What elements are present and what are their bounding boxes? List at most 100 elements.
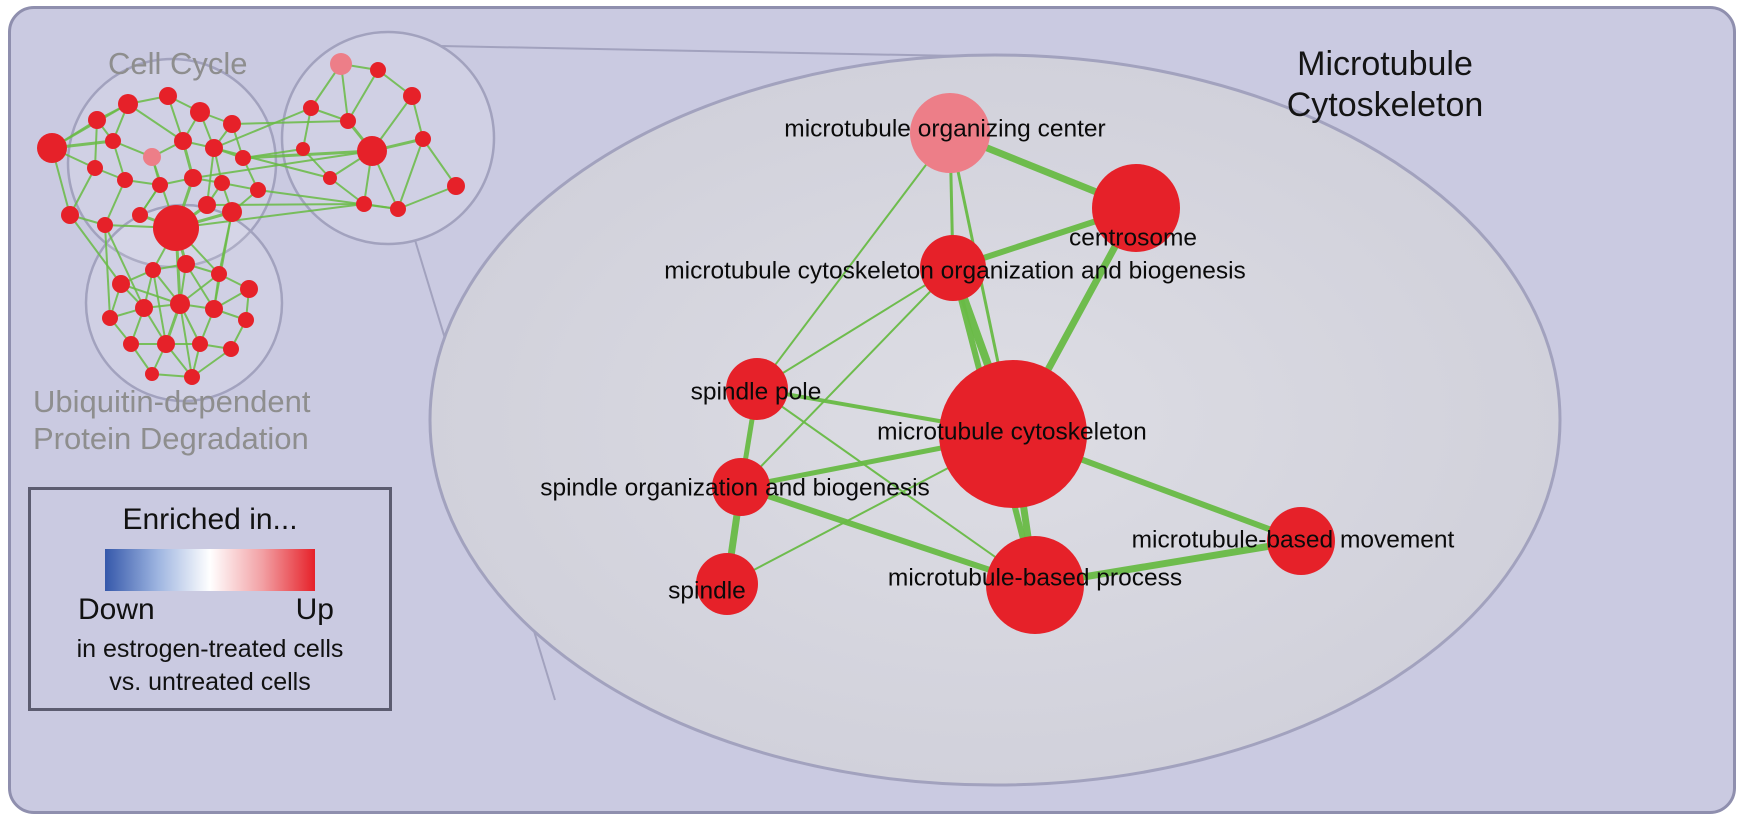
- detail-cluster-title-line1: Microtubule: [1297, 45, 1473, 83]
- mini-node: [250, 182, 266, 198]
- cluster-circle-microtubule: [280, 30, 496, 246]
- mini-node: [88, 111, 106, 129]
- detail-cluster-title-line2: Cytoskeleton: [1286, 85, 1484, 124]
- node-mc: [939, 360, 1087, 508]
- legend-scale: Down Up: [78, 593, 334, 627]
- mini-node: [118, 94, 138, 114]
- node-label-mbp: microtubule-based process: [888, 565, 1182, 592]
- mini-node: [223, 341, 239, 357]
- node-spindle_pole: [726, 358, 788, 420]
- node-moc: [910, 93, 990, 173]
- mini-node: [211, 266, 227, 282]
- mini-node: [390, 201, 406, 217]
- mini-node: [330, 53, 352, 75]
- edge-moc-spindle_pole: [756, 132, 951, 390]
- mini-node: [190, 102, 210, 122]
- mini-node: [177, 255, 195, 273]
- mini-node: [174, 132, 192, 150]
- ubiquitin-cluster-label: Ubiquitin-dependent Protein Degradation: [33, 384, 311, 457]
- mini-node: [205, 139, 223, 157]
- mini-node: [340, 113, 356, 129]
- legend-box: Enriched in... Down Up in estrogen-treat…: [28, 487, 392, 711]
- mini-edge: [206, 147, 215, 206]
- mini-node: [87, 160, 103, 176]
- mini-node: [153, 205, 199, 251]
- mini-node: [157, 335, 175, 353]
- edge-spindle_pole-mbp: [756, 388, 1036, 586]
- legend-title: Enriched in...: [122, 503, 298, 536]
- mini-node: [102, 310, 118, 326]
- mini-edge: [422, 138, 457, 187]
- node-label-mc: microtubule cytoskeleton: [877, 419, 1147, 446]
- mini-node: [184, 169, 202, 187]
- legend-gradient-bar: [105, 549, 315, 591]
- mini-edge: [104, 179, 126, 226]
- mini-node: [184, 369, 200, 385]
- legend-down-label: Down: [78, 593, 155, 626]
- ubiquitin-cluster-label-line2: Protein Degradation: [33, 420, 309, 456]
- mini-node: [370, 62, 386, 78]
- mini-edge: [104, 224, 145, 309]
- mini-node: [105, 133, 121, 149]
- mini-node: [145, 367, 159, 381]
- mini-node: [117, 172, 133, 188]
- mini-node: [240, 280, 258, 298]
- mini-node: [415, 131, 431, 147]
- node-label-centrosome: centrosome: [1069, 225, 1197, 252]
- mini-edge: [69, 214, 122, 285]
- mini-edge: [347, 69, 379, 122]
- mini-node: [135, 299, 153, 317]
- mini-node: [143, 148, 161, 166]
- ubiquitin-cluster-label-line1: Ubiquitin-dependent: [33, 384, 311, 419]
- node-label-mbm: microtubule-based movement: [1132, 527, 1455, 554]
- mini-node: [356, 196, 372, 212]
- node-centrosome: [1092, 164, 1180, 252]
- mini-node: [145, 262, 161, 278]
- mini-node: [214, 175, 230, 191]
- mini-edge: [179, 303, 193, 378]
- mini-node: [205, 300, 223, 318]
- mini-node: [61, 206, 79, 224]
- mini-edge: [120, 283, 181, 305]
- edge-spindle_org-mbp: [740, 484, 1036, 588]
- legend-caption-line2: vs. untreated cells: [109, 667, 311, 696]
- mini-node: [222, 202, 242, 222]
- node-label-moc: microtubule organizing center: [784, 116, 1105, 143]
- mini-node: [357, 136, 387, 166]
- node-label-spindle_org: spindle organization and biogenesis: [540, 475, 930, 502]
- mini-node: [192, 336, 208, 352]
- node-label-spindle_pole: spindle pole: [691, 379, 822, 406]
- mini-node: [97, 217, 113, 233]
- mini-node: [170, 294, 190, 314]
- legend-caption: in estrogen-treated cells vs. untreated …: [31, 633, 389, 698]
- mini-edge: [257, 189, 399, 210]
- mini-edge: [104, 224, 111, 319]
- mini-node: [159, 87, 177, 105]
- legend-up-label: Up: [295, 593, 334, 626]
- mini-node: [238, 312, 254, 328]
- mini-node: [152, 177, 168, 193]
- node-label-spindle: spindle: [668, 578, 746, 605]
- mini-edge: [397, 138, 424, 210]
- mini-edge: [213, 107, 312, 149]
- mini-edge: [397, 185, 457, 210]
- node-label-mcob: microtubule cytoskeleton organization an…: [664, 258, 1246, 285]
- mini-edge: [191, 348, 232, 378]
- mini-edge: [192, 150, 373, 179]
- node-mbp: [986, 536, 1084, 634]
- mini-node: [303, 100, 319, 116]
- mini-edge: [213, 147, 331, 179]
- mini-node: [132, 207, 148, 223]
- mini-node: [296, 142, 310, 156]
- mini-node: [323, 171, 337, 185]
- mini-edge: [175, 203, 365, 229]
- mini-node: [198, 196, 216, 214]
- edge-mcob-spindle_org: [740, 267, 954, 488]
- mini-edge: [231, 120, 349, 125]
- mini-node: [403, 87, 421, 105]
- mini-edge: [242, 149, 373, 160]
- node-spindle_org: [712, 458, 770, 516]
- cell-cycle-cluster-label: Cell Cycle: [108, 46, 248, 81]
